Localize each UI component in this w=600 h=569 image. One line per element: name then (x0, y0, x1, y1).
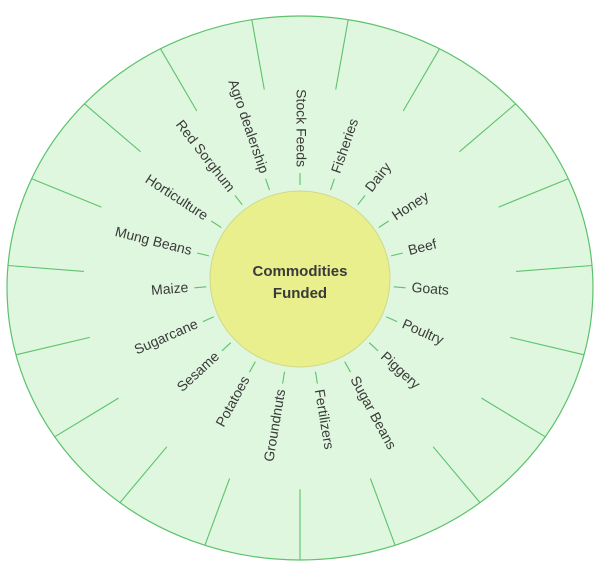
spoke-tick (221, 342, 232, 352)
spoke-tick (385, 316, 398, 323)
spoke-tick (282, 371, 286, 384)
spoke-tick (368, 342, 379, 352)
divider-line (54, 397, 119, 438)
divider-line (516, 264, 593, 272)
spoke-label: Stock Feeds (293, 89, 309, 167)
center-title-line2: Funded (273, 285, 327, 302)
divider-line (119, 446, 168, 503)
divider-line (510, 336, 585, 356)
spoke-tick (202, 316, 215, 323)
divider-line (402, 48, 440, 112)
divider-line (251, 19, 265, 90)
divider-line (498, 178, 569, 208)
divider-line (84, 103, 141, 153)
spoke-tick (314, 371, 318, 384)
spoke-tick (234, 195, 243, 206)
spoke-tick (329, 178, 335, 191)
spoke-tick (210, 220, 222, 229)
spoke-tick (194, 286, 207, 289)
spoke-tick (393, 286, 406, 289)
divider-line (160, 48, 198, 112)
divider-line (481, 397, 546, 438)
spoke-tick (265, 178, 271, 191)
spoke-label: Maize (150, 279, 189, 298)
divider-lines (7, 19, 593, 560)
divider-line (204, 478, 231, 546)
divider-line (7, 264, 84, 272)
spoke-label: Beef (406, 235, 438, 258)
divider-line (459, 103, 516, 153)
divider-line (369, 478, 396, 546)
divider-line (335, 19, 349, 90)
center-title-line1: Commodities (252, 263, 347, 280)
spoke-tick (249, 361, 256, 373)
spoke-tick (344, 361, 351, 373)
spoke-tick (390, 252, 403, 257)
divider-line (31, 178, 102, 208)
spoke-tick (378, 220, 390, 229)
divider-line (15, 336, 90, 356)
center-circle (209, 190, 391, 368)
divider-line (432, 446, 481, 503)
spoke-tick (197, 252, 210, 257)
spoke-label: Goats (411, 279, 450, 298)
spoke-tick (357, 195, 366, 206)
